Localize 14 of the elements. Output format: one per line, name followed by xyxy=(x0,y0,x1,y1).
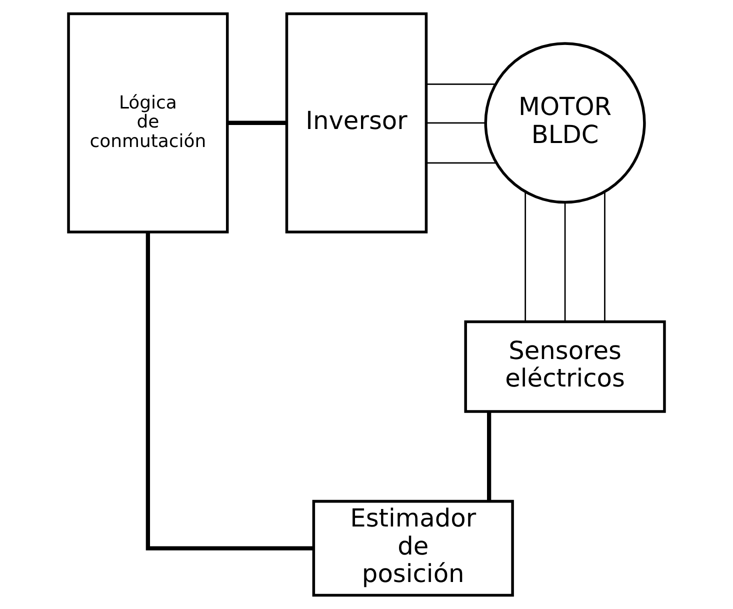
node-box: Inversor xyxy=(285,12,428,234)
connector xyxy=(604,192,606,322)
node-box: Sensores eléctricos xyxy=(464,320,666,413)
connector xyxy=(426,122,486,124)
node-circle: MOTOR BLDC xyxy=(484,42,646,204)
connector xyxy=(524,192,526,322)
node-box: Estimador de posición xyxy=(312,500,514,597)
node-box: Lógica de conmutación xyxy=(67,12,229,234)
connector xyxy=(227,120,286,125)
connector xyxy=(487,412,492,501)
connector xyxy=(426,162,496,164)
connector xyxy=(146,232,314,550)
connector xyxy=(426,84,496,85)
connector xyxy=(564,202,566,322)
